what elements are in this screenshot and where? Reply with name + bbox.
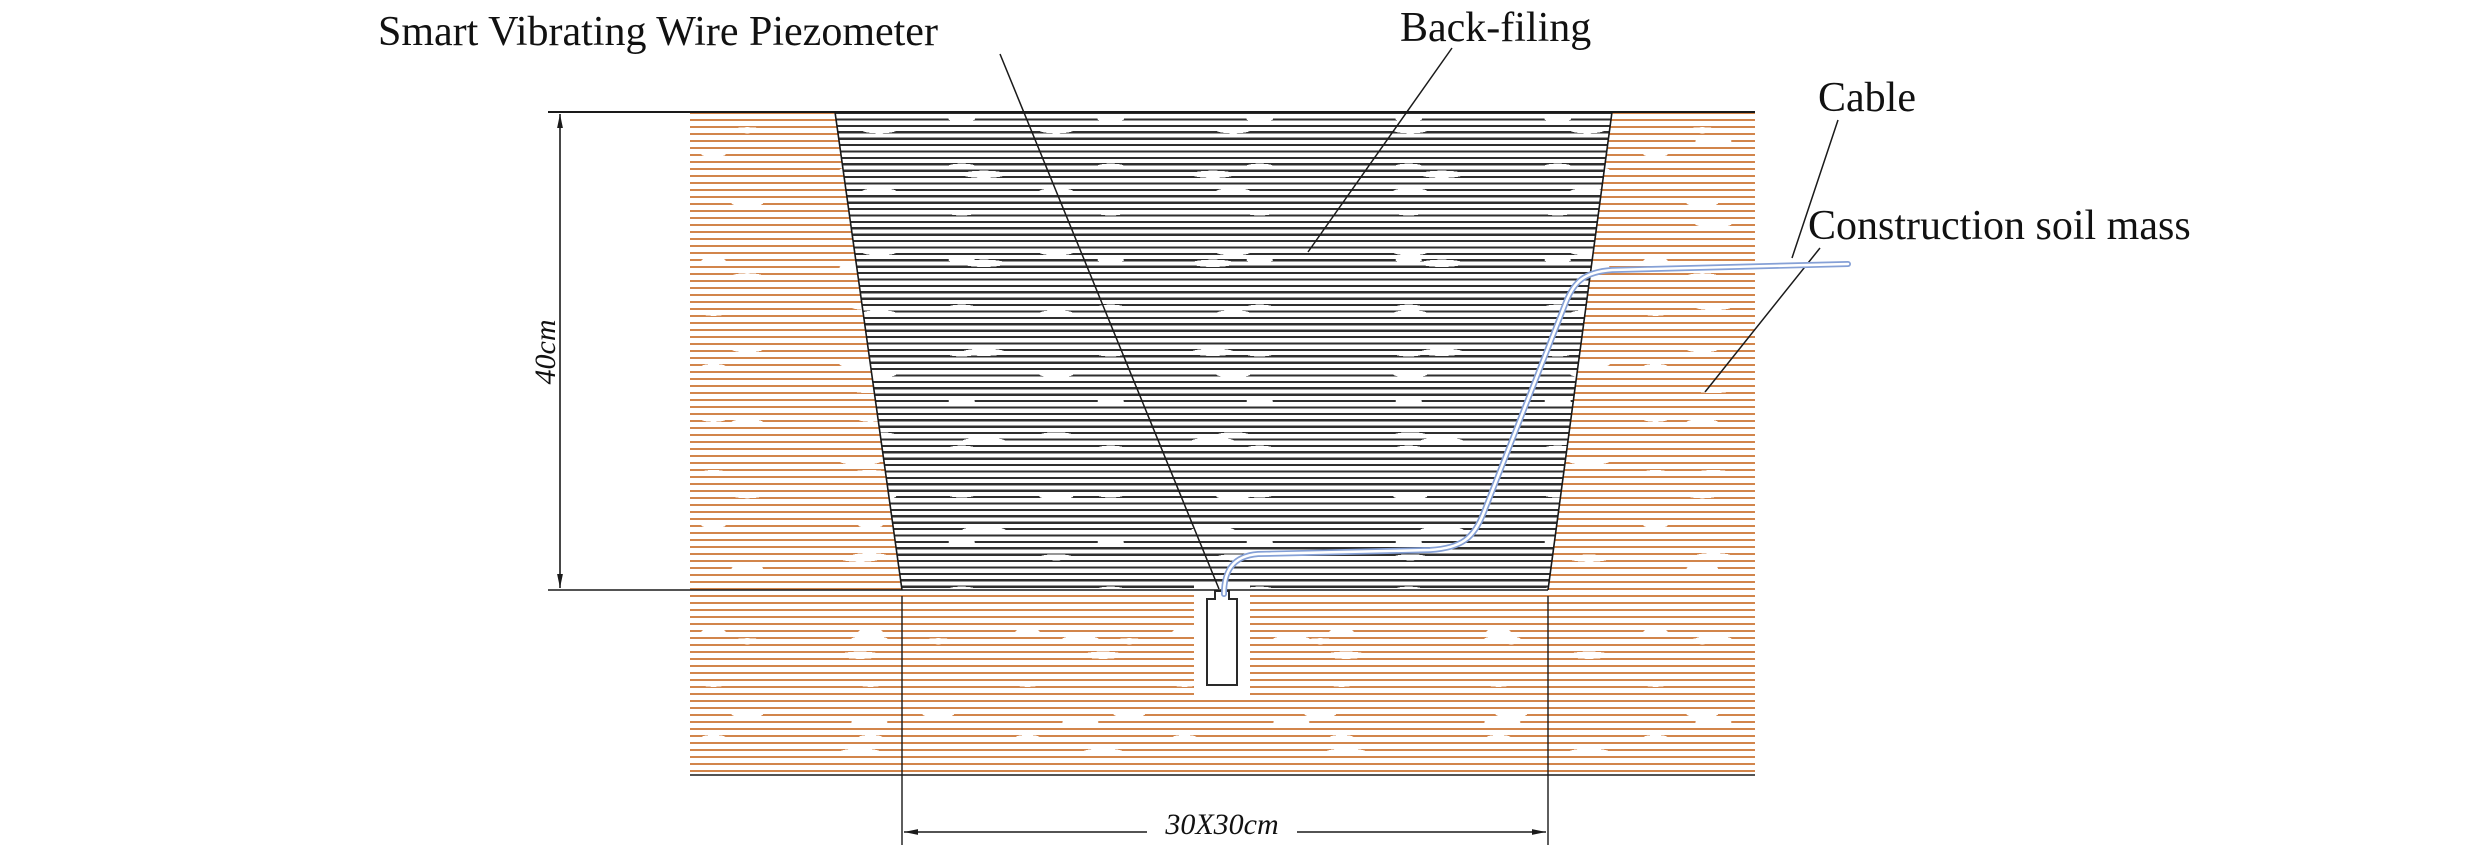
dim-width-text: 30X30cm	[1147, 808, 1297, 842]
piezometer-label: Smart Vibrating Wire Piezometer	[378, 9, 938, 55]
cable-line	[1221, 261, 1851, 597]
leader-line-backfill	[1307, 47, 1453, 253]
backfill-label: Back-filing	[1400, 5, 1592, 51]
leader-line-piezometer	[999, 53, 1220, 590]
construction-soil-mass-label: Construction soil mass	[1808, 203, 2191, 249]
dim-depth-text: 40cm	[529, 319, 562, 385]
leader-line-soil-mass	[1704, 247, 1821, 393]
cable-label: Cable	[1818, 75, 1916, 121]
trench-left-edge	[834, 111, 903, 591]
cable-line-core	[1222, 262, 1850, 596]
leader-line-cable	[1791, 119, 1839, 259]
trench-right-edge	[1547, 111, 1613, 591]
